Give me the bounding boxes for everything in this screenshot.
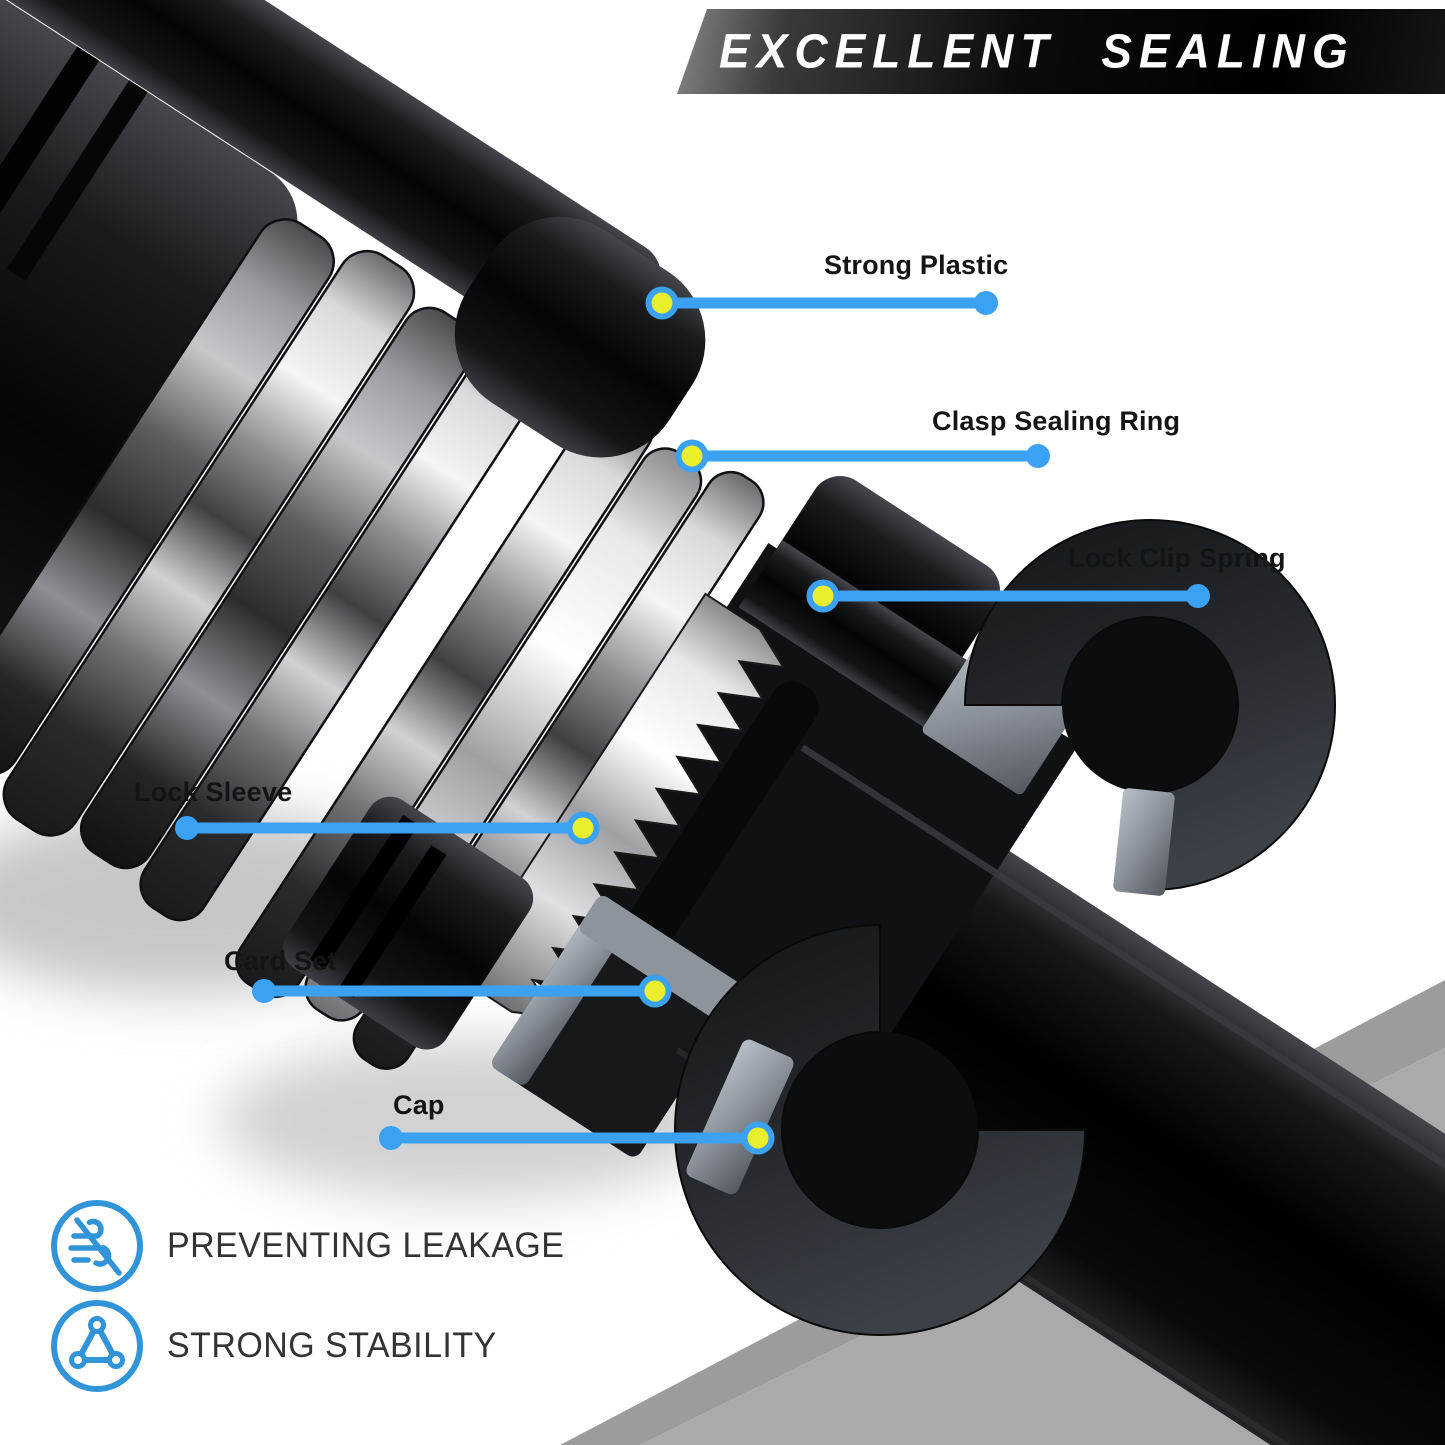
seal-ring-2: [2, 249, 416, 837]
callout-line-lock-clip-spring: [806, 579, 1210, 613]
target-dot: [681, 445, 703, 467]
cap-shape: [674, 923, 1087, 1336]
feature-strong-stability: STRONG STABILITY: [47, 1296, 507, 1396]
banner: EXCELLENT SEALING: [677, 9, 1445, 94]
end-dot: [1026, 444, 1050, 468]
clip-hole-shadow: [1062, 617, 1238, 793]
end-dot: [252, 979, 276, 1003]
tube-highlight-top: [800, 744, 1445, 1445]
end-dot: [974, 291, 998, 315]
cap-hole-shadow: [782, 1032, 978, 1228]
callout-line-card-set: [252, 974, 672, 1008]
callout-line-lock-sleeve: [175, 811, 600, 845]
target-dot: [572, 817, 594, 839]
collar-slit-2: [338, 845, 447, 998]
callout-line-cap: [379, 1121, 775, 1155]
seal-ring-3: [79, 306, 476, 870]
feature-preventing-leakage: PREVENTING LEAKAGE: [47, 1196, 577, 1296]
card-set-face-top: [579, 896, 745, 1023]
lock-sleeve-body: [0, 0, 298, 761]
end-dot: [1186, 584, 1210, 608]
sleeve-groove-2: [6, 80, 148, 281]
callout-label-strong-plastic: Strong Plastic: [824, 250, 1009, 280]
callout-label-lock-sleeve: Lock Sleeve: [134, 777, 293, 807]
collar-slit-1: [309, 815, 419, 970]
banner-title: EXCELLENT SEALING: [719, 23, 1355, 79]
target-dot: [644, 980, 666, 1002]
callout-line-clasp-sealing-ring: [675, 439, 1050, 473]
callout-label-cap: Cap: [393, 1090, 445, 1120]
callouts: [175, 286, 1210, 1155]
feature-label: PREVENTING LEAKAGE: [167, 1226, 565, 1265]
callout-label-lock-clip-spring: Lock Clip Spring: [1068, 543, 1286, 573]
end-dot: [379, 1126, 403, 1150]
target-dot: [812, 585, 834, 607]
stability-icon: [51, 1300, 143, 1392]
housing-head: [454, 216, 706, 458]
lock-clip-spring-shape: [963, 519, 1336, 892]
sleeve-groove-1: [0, 46, 100, 279]
housing-beam: [0, 0, 662, 371]
callout-label-clasp-sealing-ring: Clasp Sealing Ring: [932, 406, 1181, 436]
lock-clip-cut-face: [1113, 788, 1175, 896]
no-leakage-icon: [51, 1200, 143, 1292]
seal-ring-1: [0, 218, 335, 776]
callout-label-card-set: Card Set: [224, 946, 337, 976]
callout-line-strong-plastic: [645, 286, 998, 320]
target-dot: [747, 1127, 769, 1149]
end-dot: [175, 816, 199, 840]
target-dot: [651, 292, 673, 314]
feature-label: STRONG STABILITY: [167, 1326, 497, 1365]
cap-cut-face: [686, 1039, 794, 1195]
